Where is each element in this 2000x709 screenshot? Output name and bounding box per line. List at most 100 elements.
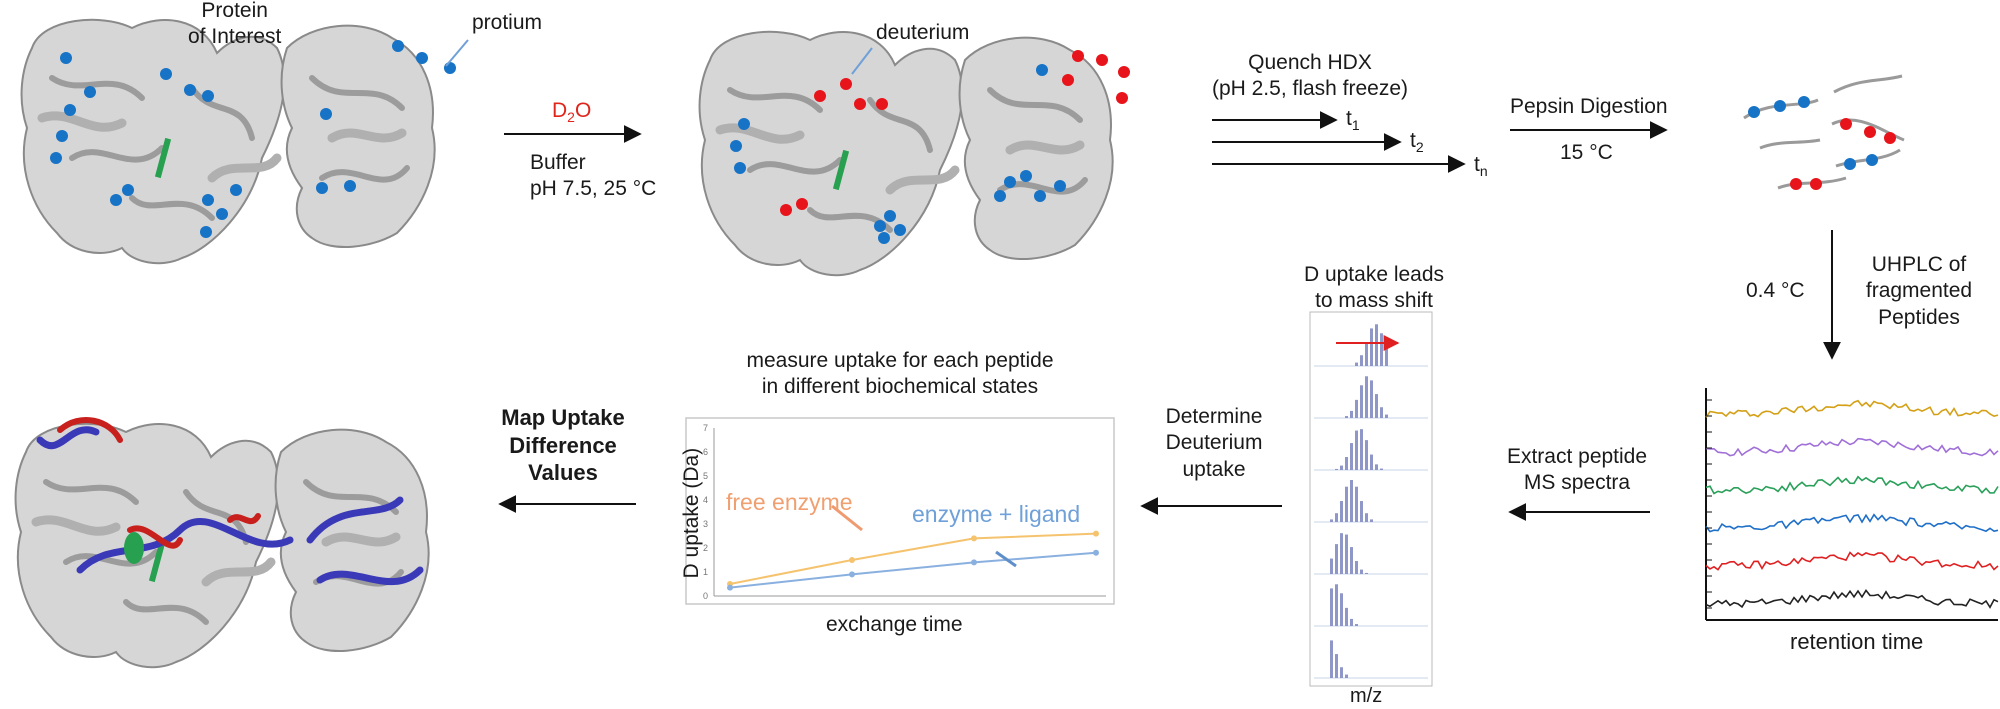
mass-spectra-stack [1314, 324, 1428, 679]
y-tick-label: 5 [703, 471, 708, 481]
chromatogram-trace [1705, 513, 1999, 533]
isotope-peak [1350, 547, 1353, 574]
buffer-conditions: pH 7.5, 25 °C [530, 177, 657, 201]
isotope-peak [1375, 464, 1378, 470]
y-tick-label: 0 [703, 591, 708, 601]
isotope-peak [1365, 513, 1368, 522]
uptake-caption-line2: in different biochemical states [761, 375, 1039, 399]
d2o-label: D2O [552, 99, 592, 125]
protium-pointer [445, 39, 469, 67]
protein-structure-protium [22, 20, 469, 263]
y-tick-label: 4 [703, 495, 708, 505]
buffer-label: Buffer pH 7.5, 25 °C [530, 150, 656, 203]
isotope-peak [1345, 674, 1348, 678]
isotope-peak [1350, 443, 1353, 470]
isotope-peak [1350, 410, 1353, 418]
protein-label-line1: Protein [201, 0, 268, 22]
isotope-peak [1360, 385, 1363, 418]
uptake-ylabel: D uptake (Da) [679, 447, 703, 579]
isotope-peak [1385, 414, 1388, 418]
quench-arrows [1212, 111, 1466, 173]
isotope-peak [1340, 593, 1343, 626]
extract-line2: MS spectra [1523, 471, 1631, 495]
deuterium-dots [780, 50, 1130, 216]
isotope-peak [1370, 380, 1373, 418]
uptake-caption: measure uptake for each peptide in diffe… [690, 348, 1110, 401]
isotope-peak [1350, 618, 1353, 626]
isotope-peak [1330, 640, 1333, 678]
isotope-peak [1355, 624, 1358, 626]
isotope-peak [1330, 588, 1333, 626]
isotope-peak [1360, 429, 1363, 470]
isotope-peak [1375, 394, 1378, 418]
extract-label: Extract peptide MS spectra [1490, 444, 1664, 497]
isotope-peak [1350, 480, 1353, 522]
isotope-peak [1360, 355, 1363, 366]
isotope-peak [1370, 519, 1373, 522]
isotope-peak [1370, 328, 1373, 366]
determine-line3: uptake [1182, 457, 1246, 481]
isotope-peak [1335, 584, 1338, 626]
isotope-peak [1365, 376, 1368, 418]
isotope-peak [1335, 654, 1338, 678]
isotope-peak [1365, 440, 1368, 470]
isotope-peak [1345, 534, 1348, 574]
y-tick-label: 3 [703, 519, 708, 529]
map-line2: Difference [509, 432, 617, 458]
chromatogram-trace [1705, 475, 1999, 495]
quench-conditions: (pH 2.5, flash freeze) [1211, 77, 1409, 101]
protein-of-interest-label: Protein of Interest [188, 0, 281, 51]
mz-label: m/z [1350, 685, 1383, 707]
isotope-peak [1380, 468, 1383, 470]
protium-dots-remaining [730, 64, 1066, 244]
isotope-peak [1340, 533, 1343, 574]
map-uptake-label: Map Uptake Difference Values [488, 404, 638, 487]
uhplc-line3: Peptides [1878, 305, 1960, 329]
free-enzyme-pointer [831, 504, 863, 532]
uptake-point [971, 559, 977, 566]
isotope-peak [1330, 519, 1333, 522]
isotope-peak [1345, 416, 1348, 418]
digestion-temp-label: 15 °C [1560, 141, 1613, 164]
chromatogram-traces [1705, 399, 1999, 609]
uhplc-temp-label: 0.4 °C [1746, 279, 1805, 302]
y-tick-label: 6 [703, 447, 708, 457]
isotope-peak [1355, 362, 1358, 366]
isotope-peak [1335, 544, 1338, 574]
chromatogram-panel [1705, 388, 1999, 621]
isotope-peak [1360, 569, 1363, 574]
ligand-pointer [995, 550, 1017, 568]
isotope-peak [1380, 407, 1383, 418]
uptake-point [1093, 549, 1099, 556]
isotope-peak [1365, 342, 1368, 366]
map-line1: Map Uptake [501, 405, 625, 430]
mass-shift-label: D uptake leads to mass shift [1294, 262, 1454, 315]
isotope-peak [1335, 513, 1338, 522]
protein-difference-map [16, 417, 429, 667]
uptake-point [849, 571, 855, 578]
uptake-point [971, 535, 977, 542]
protein-label-line23: of Interest [188, 25, 282, 49]
deuterium-pointer [851, 47, 873, 75]
isotope-peak [1345, 457, 1348, 470]
mass-shift-line1: D uptake leads [1303, 263, 1445, 286]
isotope-peak [1355, 399, 1358, 418]
deuterium-label: deuterium [876, 21, 970, 44]
isotope-peak [1345, 607, 1348, 626]
enzyme-ligand-label: enzyme + ligand [912, 501, 1081, 527]
protium-label: protium [472, 11, 543, 34]
isotope-peak [1340, 465, 1343, 470]
quench-title: Quench HDX [1248, 51, 1372, 74]
peptide-fragments [1743, 74, 1905, 190]
time-point-2: t2 [1410, 129, 1424, 155]
isotope-peak [1380, 333, 1383, 366]
isotope-peak [1335, 468, 1338, 470]
y-tick-label: 2 [703, 543, 708, 553]
uptake-caption-line1: measure uptake for each peptide [746, 349, 1054, 372]
y-tick-label: 1 [703, 567, 708, 577]
determine-label: Determine Deuterium uptake [1144, 404, 1284, 483]
protium-dots [50, 40, 456, 238]
retention-time-label: retention time [1790, 629, 1924, 654]
